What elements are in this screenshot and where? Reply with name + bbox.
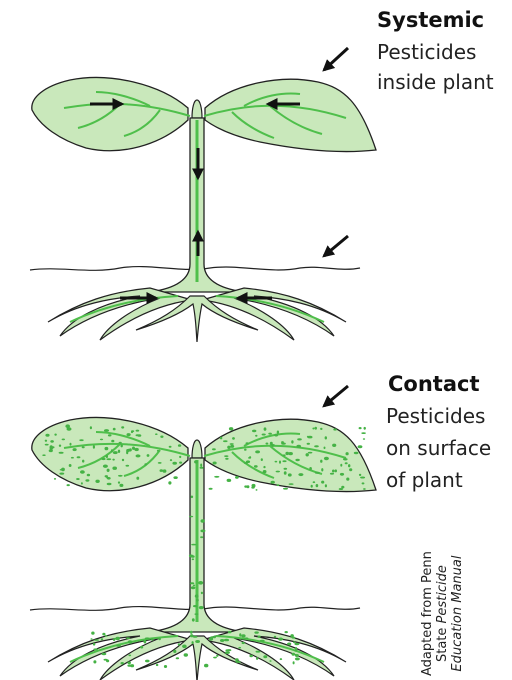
contact-title: Contact	[388, 372, 480, 396]
contact-line-3: of plant	[386, 468, 463, 492]
systemic-plant	[30, 48, 376, 342]
contact-line-1: Pesticides	[386, 404, 485, 428]
credit-line-1: Adapted from Penn	[420, 551, 435, 676]
contact-plant	[30, 418, 376, 680]
source-credit: Adapted from Penn State Pesticide Educat…	[420, 551, 465, 676]
systemic-line-1: Pesticides	[377, 40, 476, 64]
systemic-title: Systemic	[377, 8, 484, 32]
credit-line-2: State Pesticide	[435, 551, 450, 676]
credit-line-3: Education Manual	[450, 551, 465, 676]
contact-line-2: on surface	[386, 436, 491, 460]
contact-application-arrow	[324, 386, 348, 406]
systemic-line-2: inside plant	[377, 70, 494, 94]
